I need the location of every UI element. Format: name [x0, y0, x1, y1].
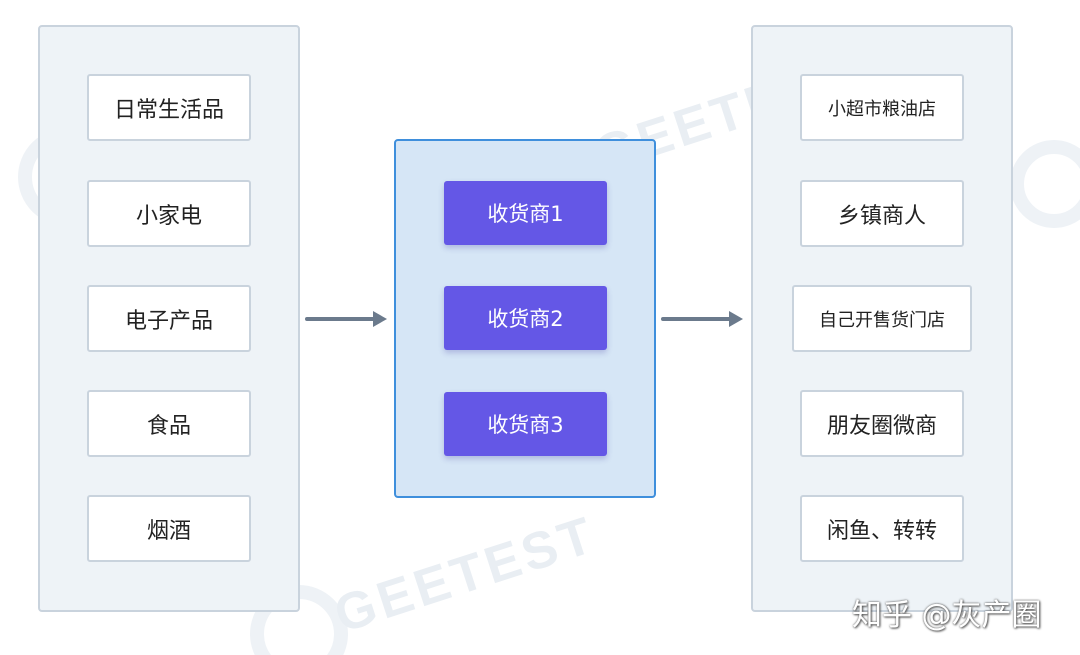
receiver-item: 收货商1	[444, 181, 607, 245]
destination-item: 小超市粮油店	[800, 74, 964, 141]
source-item: 小家电	[87, 180, 251, 247]
destination-item: 朋友圈微商	[800, 390, 964, 457]
destination-item: 闲鱼、转转	[800, 495, 964, 562]
receiver-item: 收货商2	[444, 286, 607, 350]
receiver-item: 收货商3	[444, 392, 607, 456]
source-item: 日常生活品	[87, 74, 251, 141]
arrow-right-icon	[305, 311, 387, 327]
destination-item: 自己开售货门店	[792, 285, 972, 352]
source-item: 食品	[87, 390, 251, 457]
arrow-right-icon	[661, 311, 743, 327]
source-item: 烟酒	[87, 495, 251, 562]
watermark-text-bottom: GEETEST	[327, 505, 604, 645]
watermark-ring-right	[1010, 140, 1080, 228]
author-credit: 知乎 @灰产圈	[852, 598, 1042, 633]
source-item: 电子产品	[87, 285, 251, 352]
destination-item: 乡镇商人	[800, 180, 964, 247]
